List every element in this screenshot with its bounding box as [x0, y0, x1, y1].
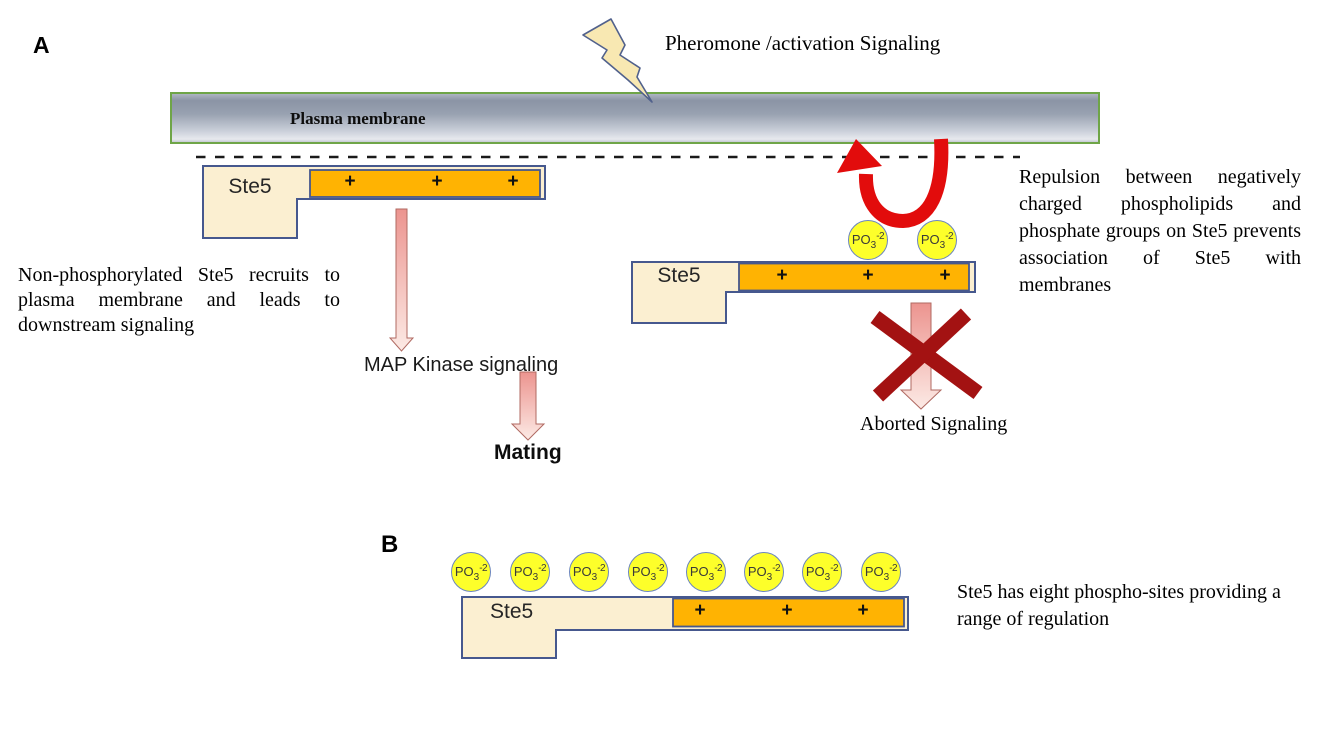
plus-charge: + — [862, 265, 874, 286]
phosphate-group: PO3-2 — [628, 552, 668, 592]
plus-charge: + — [939, 265, 951, 286]
panel-b-caption: Ste5 has eight phospho-sites providing a… — [957, 581, 1281, 630]
phosphate-group: PO3-2 — [848, 220, 888, 260]
phosphate-group: PO3-2 — [451, 552, 491, 592]
plus-charge: + — [507, 171, 519, 192]
plus-charge: + — [781, 600, 793, 621]
lightning-bolt-icon — [582, 18, 653, 103]
phosphate-group: PO3-2 — [917, 220, 957, 260]
plus-charge: + — [694, 600, 706, 621]
phosphate-group: PO3-2 — [744, 552, 784, 592]
right-pathway-caption: Repulsion between negatively charged pho… — [1019, 166, 1301, 296]
mating-label: Mating — [494, 441, 562, 464]
ste5-label-right: Ste5 — [657, 264, 701, 287]
repulsion-arrow — [837, 138, 949, 229]
phosphate-group: PO3-2 — [686, 552, 726, 592]
mating-arrow — [510, 371, 546, 441]
phosphate-group: PO3-2 — [802, 552, 842, 592]
plasma-membrane-label: Plasma membrane — [290, 109, 426, 128]
panel-a-label: A — [33, 32, 50, 58]
aborted-arrow — [899, 302, 943, 410]
left-pathway-caption: Non-phosphorylated Ste5 recruits to plas… — [18, 264, 340, 336]
phosphate-group: PO3-2 — [569, 552, 609, 592]
aborted-signaling-label: Aborted Signaling — [860, 413, 1008, 435]
map-kinase-label: MAP Kinase signaling — [364, 354, 559, 376]
phosphate-group: PO3-2 — [861, 552, 901, 592]
map-kinase-arrow — [388, 208, 415, 352]
plus-charge: + — [857, 600, 869, 621]
panel-b-label: B — [381, 531, 399, 558]
plus-charge: + — [776, 265, 788, 286]
ste5-label-b: Ste5 — [490, 600, 534, 623]
phosphate-group: PO3-2 — [510, 552, 550, 592]
pheromone-title: Pheromone /activation Signaling — [665, 31, 941, 55]
cross-icon — [870, 308, 983, 402]
plus-charge: + — [431, 171, 443, 192]
plus-charge: + — [344, 171, 356, 192]
ste5-label-left: Ste5 — [228, 175, 272, 198]
plasma-membrane: Plasma membrane — [170, 92, 1100, 144]
